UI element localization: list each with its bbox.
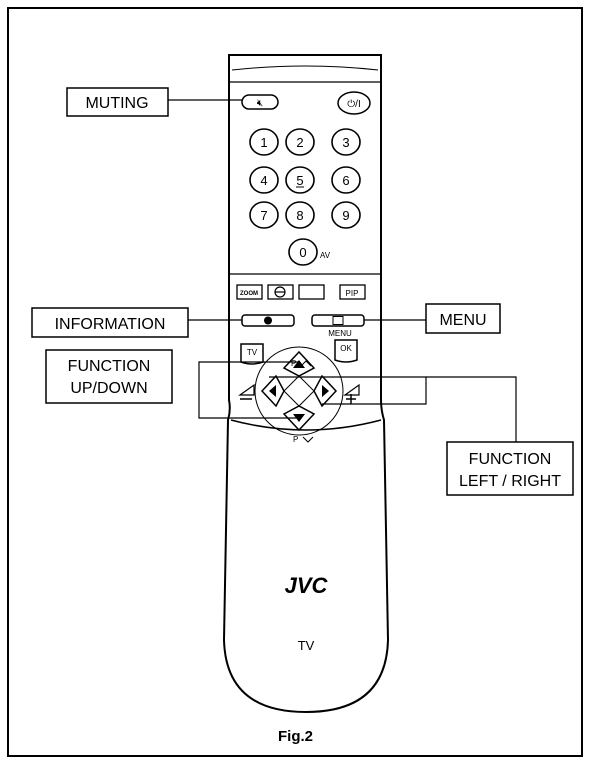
digit-button-4[interactable]: 4: [249, 166, 279, 194]
digit-button-3[interactable]: 3: [331, 128, 361, 156]
left-right-leader: [426, 376, 517, 442]
tv-button[interactable]: TV: [240, 343, 264, 365]
arrow-right-icon: [322, 385, 329, 397]
digit-button-2[interactable]: 2: [285, 128, 315, 156]
nav-left-button[interactable]: [260, 374, 285, 408]
digit-button-0[interactable]: 0: [288, 238, 318, 266]
brand-logo: JVC: [285, 573, 329, 598]
p-down-caret: [302, 436, 314, 443]
digit-button-8[interactable]: 8: [285, 201, 315, 229]
svg-text:LEFT / RIGHT: LEFT / RIGHT: [459, 473, 561, 490]
arrow-left-icon: [269, 385, 276, 397]
volume-up-symbol: [343, 383, 360, 404]
model-text: TV: [298, 638, 315, 653]
digit-button-5[interactable]: 5: [285, 166, 315, 194]
svg-text:UP/DOWN: UP/DOWN: [70, 380, 147, 397]
svg-text:FUNCTION: FUNCTION: [469, 451, 552, 468]
digit-label: 1: [260, 135, 267, 150]
svg-text:TV: TV: [247, 348, 258, 357]
nav-center: [283, 375, 315, 407]
information-callout: INFORMATION: [31, 307, 189, 338]
mute-button[interactable]: 🔇︎: [241, 94, 279, 110]
svg-text:FUNCTION: FUNCTION: [68, 358, 151, 375]
svg-text:⏻/I: ⏻/I: [347, 99, 360, 110]
digit-button-9[interactable]: 9: [331, 201, 361, 229]
digit-label: 7: [260, 208, 267, 223]
menu-callout: MENU: [425, 303, 501, 334]
digit-label: 3: [342, 135, 349, 150]
digit-label: 9: [342, 208, 349, 223]
remote-top-curve: [231, 65, 379, 71]
digit-label: 4: [260, 173, 267, 188]
teletext-icon: [332, 316, 344, 325]
power-button[interactable]: ⏻/I: [337, 91, 371, 115]
nav-cluster: [254, 346, 344, 436]
p-bottom-label: P: [293, 435, 298, 444]
svg-text:PIP: PIP: [346, 289, 359, 298]
function-left-right-callout: FUNCTION LEFT / RIGHT: [446, 441, 574, 496]
function-up-down-callout: FUNCTION UP/DOWN: [45, 349, 173, 404]
figure-caption: Fig.2: [277, 728, 313, 745]
svg-text:MENU: MENU: [439, 312, 486, 329]
volume-down-symbol: [238, 383, 255, 400]
p-up-caret: [300, 360, 312, 367]
digit-label: 6: [342, 173, 349, 188]
up-down-bracket: [198, 361, 299, 419]
figure-frame: [7, 7, 583, 757]
ok-button[interactable]: OK: [334, 339, 358, 363]
digit-button-6[interactable]: 6: [331, 166, 361, 194]
arrow-up-icon: [293, 360, 305, 368]
digit-label: 5: [296, 173, 303, 188]
digit-label: 8: [296, 208, 303, 223]
digit-button-7[interactable]: 7: [249, 201, 279, 229]
svg-text:OK: OK: [340, 344, 352, 353]
remote-lower-shell: [230, 419, 382, 431]
menu-small-label: MENU: [328, 329, 352, 338]
nav-right-button[interactable]: [313, 374, 338, 408]
mute-icon: 🔇︎: [257, 98, 263, 109]
left-right-bracket: [269, 376, 427, 405]
svg-text:ZOOM: ZOOM: [240, 291, 258, 297]
input-button[interactable]: [267, 284, 294, 300]
muting-callout: MUTING: [66, 87, 169, 117]
zoom-button[interactable]: ZOOM: [236, 284, 263, 300]
svg-text:MUTING: MUTING: [85, 95, 148, 112]
menu-button[interactable]: [311, 314, 365, 327]
blank-button[interactable]: [298, 284, 325, 300]
information-button[interactable]: [241, 314, 295, 327]
svg-text:INFORMATION: INFORMATION: [55, 316, 166, 333]
nav-up-button[interactable]: [282, 350, 316, 377]
av-label: AV: [320, 251, 331, 260]
info-icon: [264, 316, 272, 325]
digit-button-1[interactable]: 1: [249, 128, 279, 156]
p-top-label: P: [291, 359, 296, 368]
digit-label: 0: [299, 245, 306, 260]
pip-button[interactable]: PIP: [339, 284, 366, 300]
digit-label: 2: [296, 135, 303, 150]
